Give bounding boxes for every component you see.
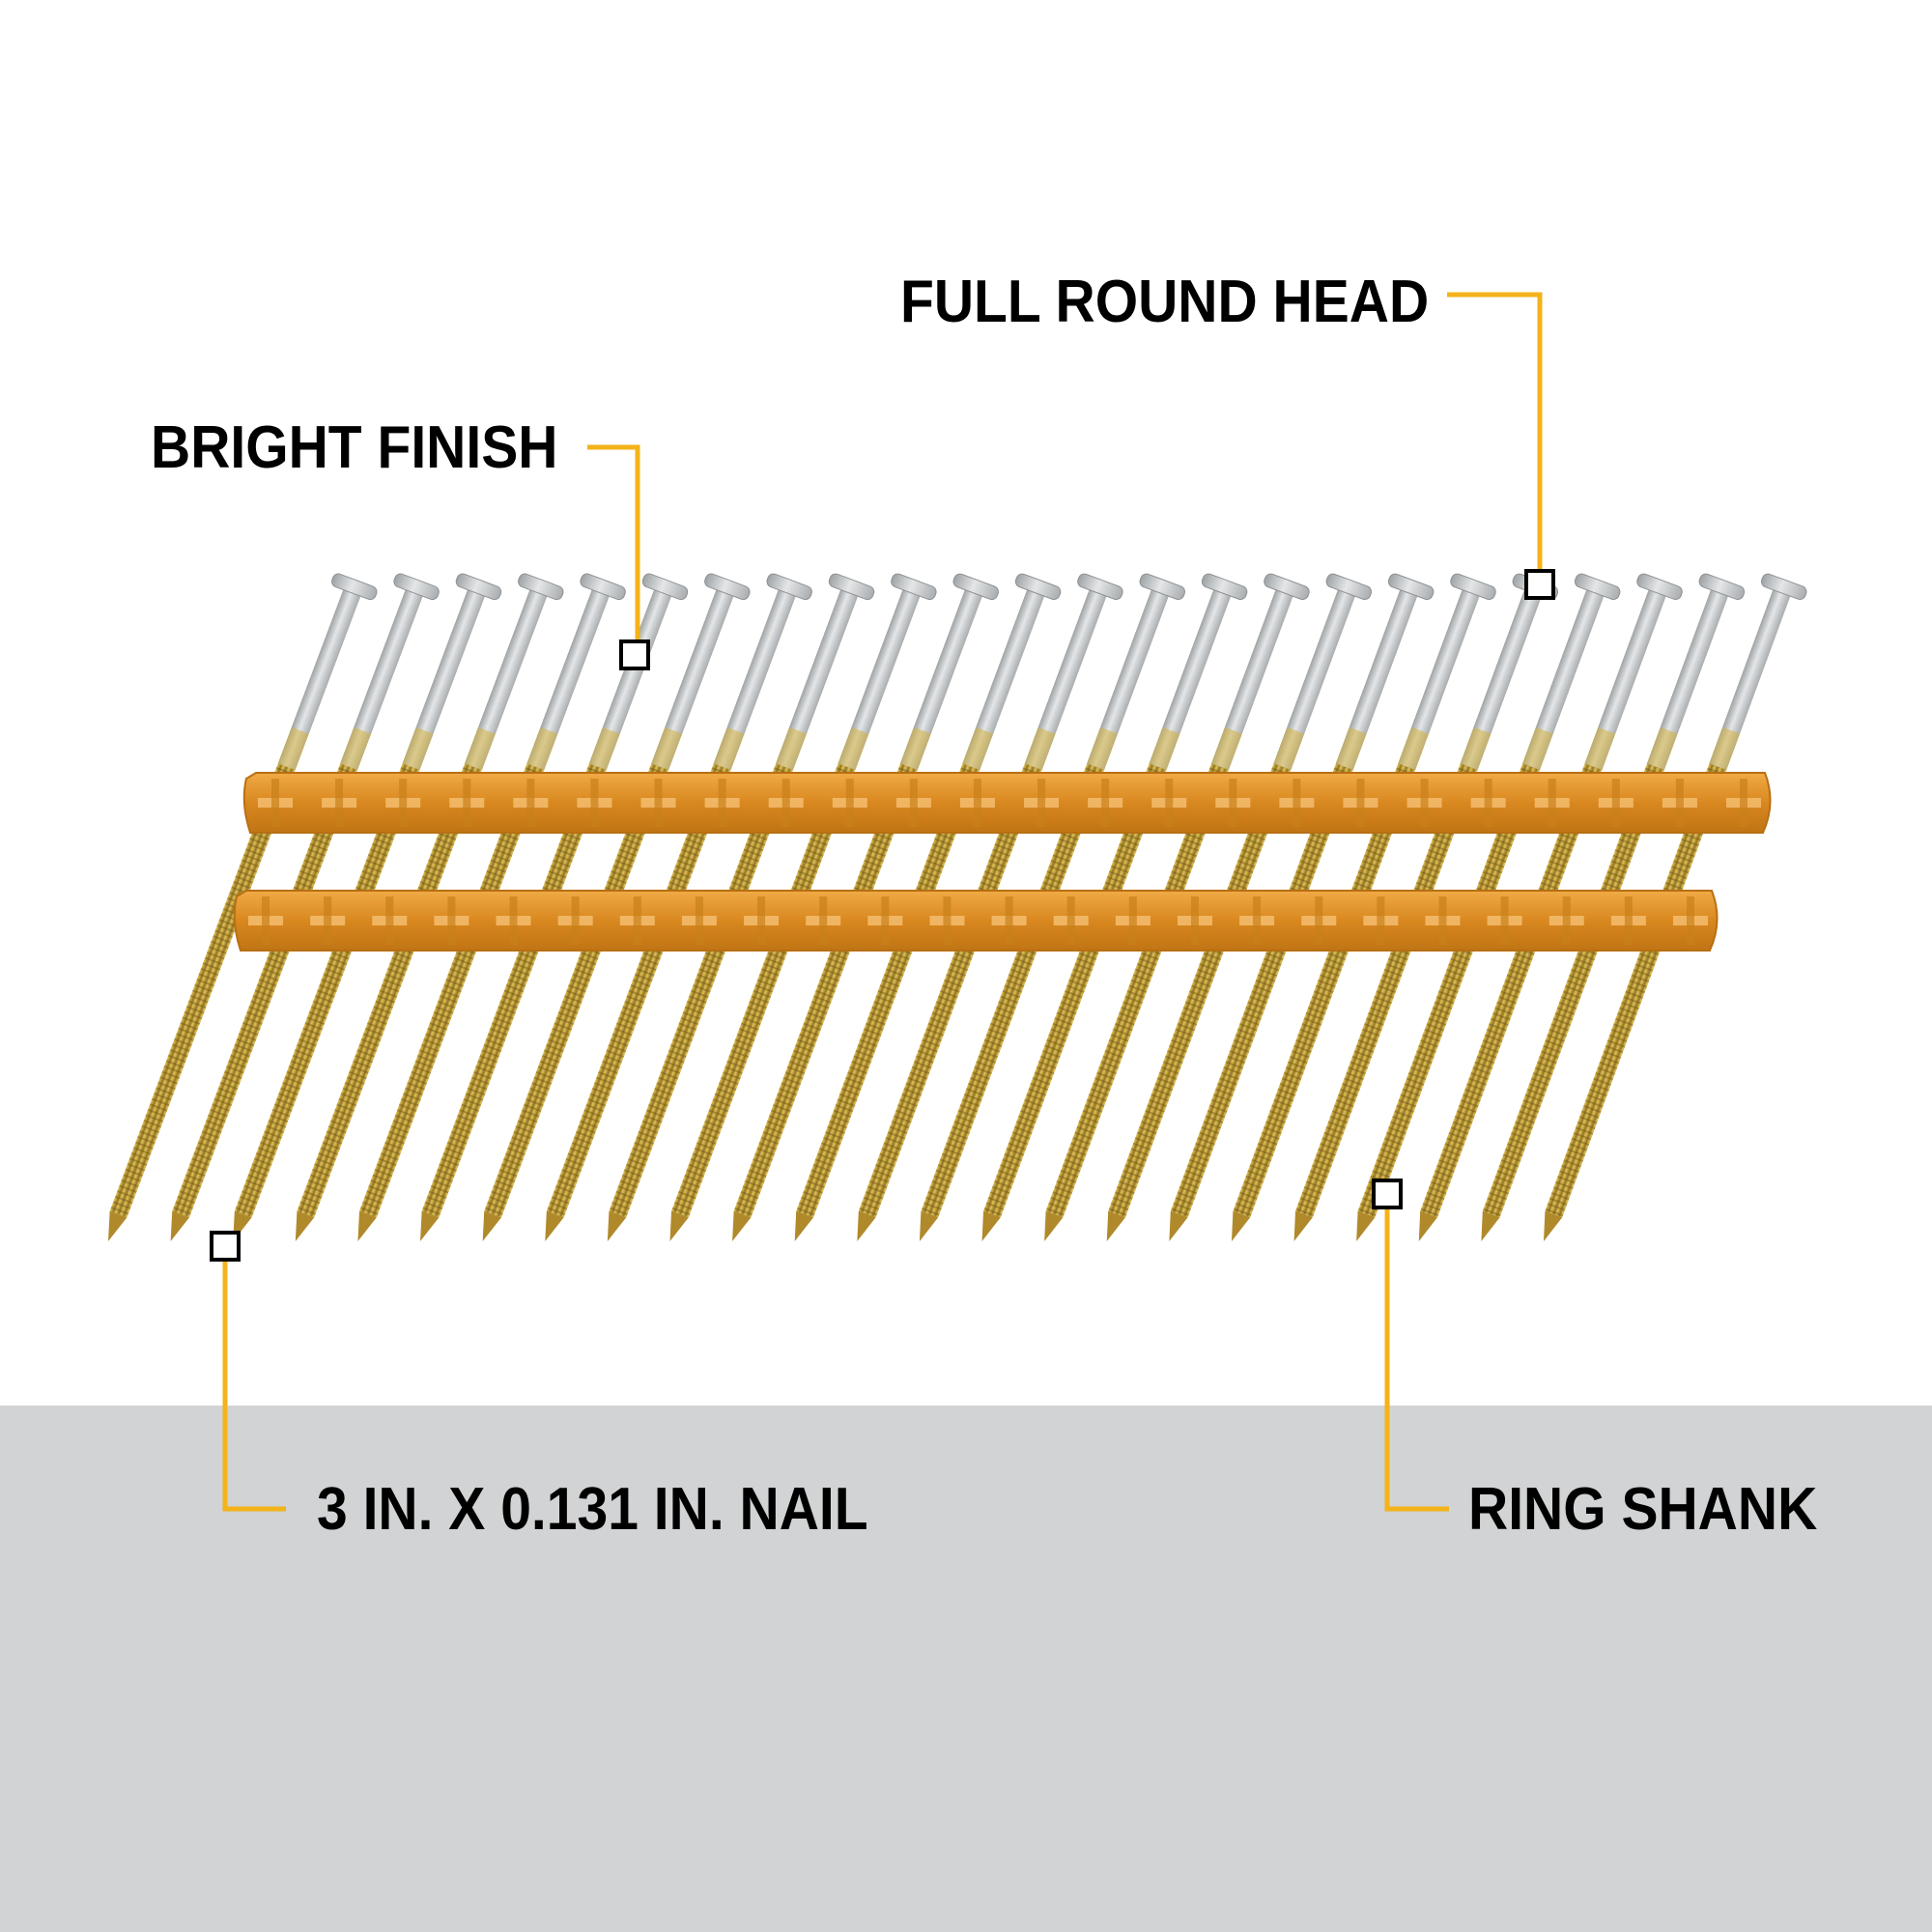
- marker-ring-shank: [1372, 1179, 1403, 1209]
- collation-strips: [233, 772, 1772, 952]
- leader-bright-finish: [587, 444, 640, 655]
- callout-lines: [210, 292, 1555, 1512]
- callout-ring-shank: RING SHANK: [1468, 1476, 1818, 1543]
- callout-full-round-head: FULL ROUND HEAD: [900, 269, 1430, 335]
- marker-bright-finish: [619, 639, 650, 670]
- lower-collation-strip: [233, 890, 1719, 952]
- marker-nail-size: [210, 1231, 241, 1262]
- upper-collation-strip: [242, 772, 1772, 834]
- leader-ring-shank: [1384, 1194, 1449, 1512]
- bottom-gray-band: [0, 1406, 1932, 1932]
- leader-full-round-head: [1447, 292, 1543, 584]
- leader-nail-size: [222, 1246, 286, 1512]
- callout-nail-size: 3 IN. X 0.131 IN. NAIL: [317, 1476, 868, 1543]
- callout-bright-finish: BRIGHT FINISH: [151, 414, 558, 481]
- marker-full-round-head: [1524, 569, 1555, 600]
